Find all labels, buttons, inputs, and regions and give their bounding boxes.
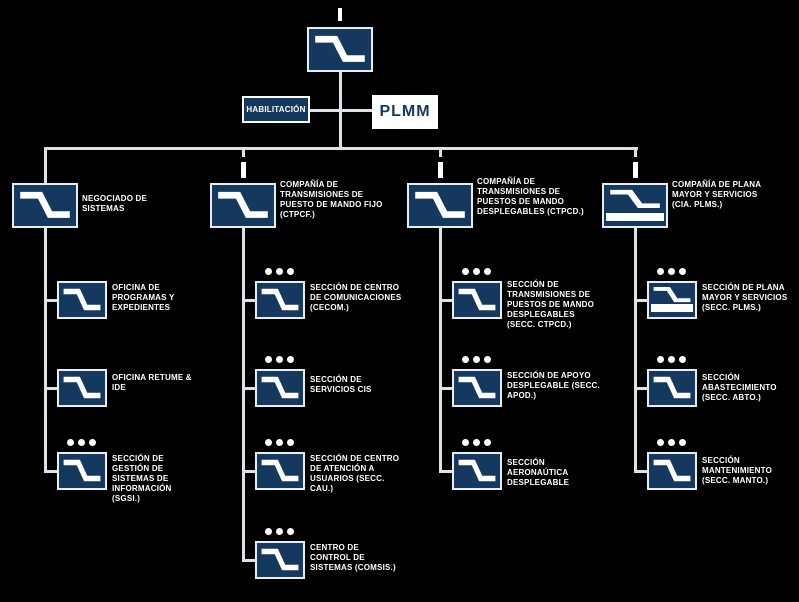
signal-bolt-icon xyxy=(261,288,299,311)
connector-line xyxy=(242,228,245,561)
connector-line xyxy=(44,228,47,472)
child-unit-box xyxy=(647,369,697,407)
connector-line xyxy=(634,387,647,390)
child-label: SECCIÓN ABASTECIMIENTO (SECC. ABTO.) xyxy=(702,373,777,402)
child-label: SECCIÓN DE PLANA MAYOR Y SERVICIOS (SECC… xyxy=(702,283,788,312)
plmm-box: PLMM xyxy=(372,95,438,129)
section-echelon-dots xyxy=(657,268,686,275)
column-label: NEGOCIADO DE SISTEMAS xyxy=(82,194,148,213)
section-echelon-dots xyxy=(657,356,686,363)
child-unit-box xyxy=(255,541,305,579)
signal-bolt-icon xyxy=(458,376,496,399)
connector-line xyxy=(439,228,442,472)
child-label: OFICINA DE PROGRAMAS Y EXPEDIENTES xyxy=(112,283,175,312)
connector-line xyxy=(439,147,442,157)
root-echelon-mark xyxy=(338,8,342,21)
root-unit-box xyxy=(307,27,373,72)
signal-bolt-icon xyxy=(458,459,496,482)
section-echelon-dots xyxy=(265,268,294,275)
column-label: COMPAÑÍA DE PLANA MAYOR Y SERVICIOS (CIA… xyxy=(672,180,761,209)
connector-line xyxy=(310,109,372,112)
connector-line xyxy=(634,228,637,472)
column-label: COMPAÑÍA DE TRANSMISIONES DE PUESTO DE M… xyxy=(280,180,383,219)
connector-line xyxy=(242,559,255,562)
habilitacion-label: HABILITACIÓN xyxy=(246,105,306,114)
signal-bolt-icon xyxy=(610,189,660,208)
column-label: COMPAÑÍA DE TRANSMISIONES DE PUESTOS DE … xyxy=(477,177,584,216)
section-echelon-dots xyxy=(67,439,96,446)
company-echelon-mark xyxy=(633,162,638,178)
section-echelon-dots xyxy=(462,356,491,363)
signal-bolt-icon xyxy=(63,459,101,482)
connector-line xyxy=(44,147,47,183)
column-unit-box-ctpcf xyxy=(210,183,276,228)
child-unit-box xyxy=(57,281,107,319)
child-unit-box xyxy=(57,452,107,490)
child-label: OFICINA RETUME & IDE xyxy=(112,373,192,392)
child-label: SECCIÓN AERONAÚTICA DESPLEGABLE xyxy=(507,458,570,487)
signal-bolt-icon xyxy=(315,35,365,62)
section-echelon-dots xyxy=(265,356,294,363)
signal-bolt-icon xyxy=(63,288,101,311)
connector-line xyxy=(44,470,57,473)
connector-line xyxy=(439,387,452,390)
child-unit-box xyxy=(255,452,305,490)
child-unit-box xyxy=(255,281,305,319)
section-echelon-dots xyxy=(265,439,294,446)
connector-line xyxy=(44,299,57,302)
hq-band xyxy=(651,304,693,312)
connector-line xyxy=(439,299,452,302)
child-unit-box xyxy=(452,369,502,407)
child-label: SECCIÓN DE CENTRO DE COMUNICACIONES (CEC… xyxy=(310,283,402,312)
column-unit-box-plms xyxy=(602,183,668,228)
signal-bolt-icon xyxy=(63,376,101,399)
child-unit-box xyxy=(452,281,502,319)
child-label: SECCIÓN DE TRANSMISIONES DE PUESTOS DE M… xyxy=(507,280,595,329)
section-echelon-dots xyxy=(265,528,294,535)
signal-bolt-icon xyxy=(261,548,299,571)
connector-line xyxy=(634,299,647,302)
plmm-label: PLMM xyxy=(379,103,431,120)
signal-bolt-icon xyxy=(415,191,465,218)
connector-line xyxy=(242,387,255,390)
signal-bolt-icon xyxy=(653,376,691,399)
child-label: SECCIÓN DE APOYO DESPLEGABLE (SECC. APOD… xyxy=(507,371,600,400)
child-label: CENTRO DE CONTROL DE SISTEMAS (COMSIS.) xyxy=(310,543,396,572)
signal-bolt-icon xyxy=(261,459,299,482)
child-label: SECCIÓN DE SERVICIOS CIS xyxy=(310,375,372,394)
column-unit-box-negociado xyxy=(12,183,78,228)
child-unit-box xyxy=(57,369,107,407)
company-echelon-mark xyxy=(438,162,443,178)
connector-line xyxy=(44,387,57,390)
connector-line xyxy=(242,470,255,473)
child-label: SECCIÓN DE GESTIÓN DE SISTEMAS DE INFORM… xyxy=(112,454,172,503)
connector-line xyxy=(242,299,255,302)
connector-line xyxy=(634,470,647,473)
child-unit-box xyxy=(255,369,305,407)
connector-line xyxy=(44,147,638,150)
signal-bolt-icon xyxy=(653,459,691,482)
connector-line xyxy=(634,147,637,157)
signal-bolt-icon xyxy=(261,376,299,399)
signal-bolt-icon xyxy=(20,191,70,218)
connector-line xyxy=(242,147,245,157)
column-unit-box-ctpcd xyxy=(407,183,473,228)
child-unit-box xyxy=(647,452,697,490)
signal-bolt-icon xyxy=(218,191,268,218)
child-label: SECCIÓN DE CENTRO DE ATENCIÓN A USUARIOS… xyxy=(310,454,400,493)
hq-band xyxy=(606,213,664,221)
section-echelon-dots xyxy=(657,439,686,446)
child-label: SECCIÓN MANTENIMIENTO (SECC. MANTO.) xyxy=(702,456,773,485)
signal-bolt-icon xyxy=(653,287,691,303)
company-echelon-mark xyxy=(241,162,246,178)
child-unit-box xyxy=(452,452,502,490)
child-unit-box xyxy=(647,281,697,319)
section-echelon-dots xyxy=(462,439,491,446)
signal-bolt-icon xyxy=(458,288,496,311)
connector-line xyxy=(439,470,452,473)
section-echelon-dots xyxy=(462,268,491,275)
habilitacion-box: HABILITACIÓN xyxy=(242,96,310,123)
